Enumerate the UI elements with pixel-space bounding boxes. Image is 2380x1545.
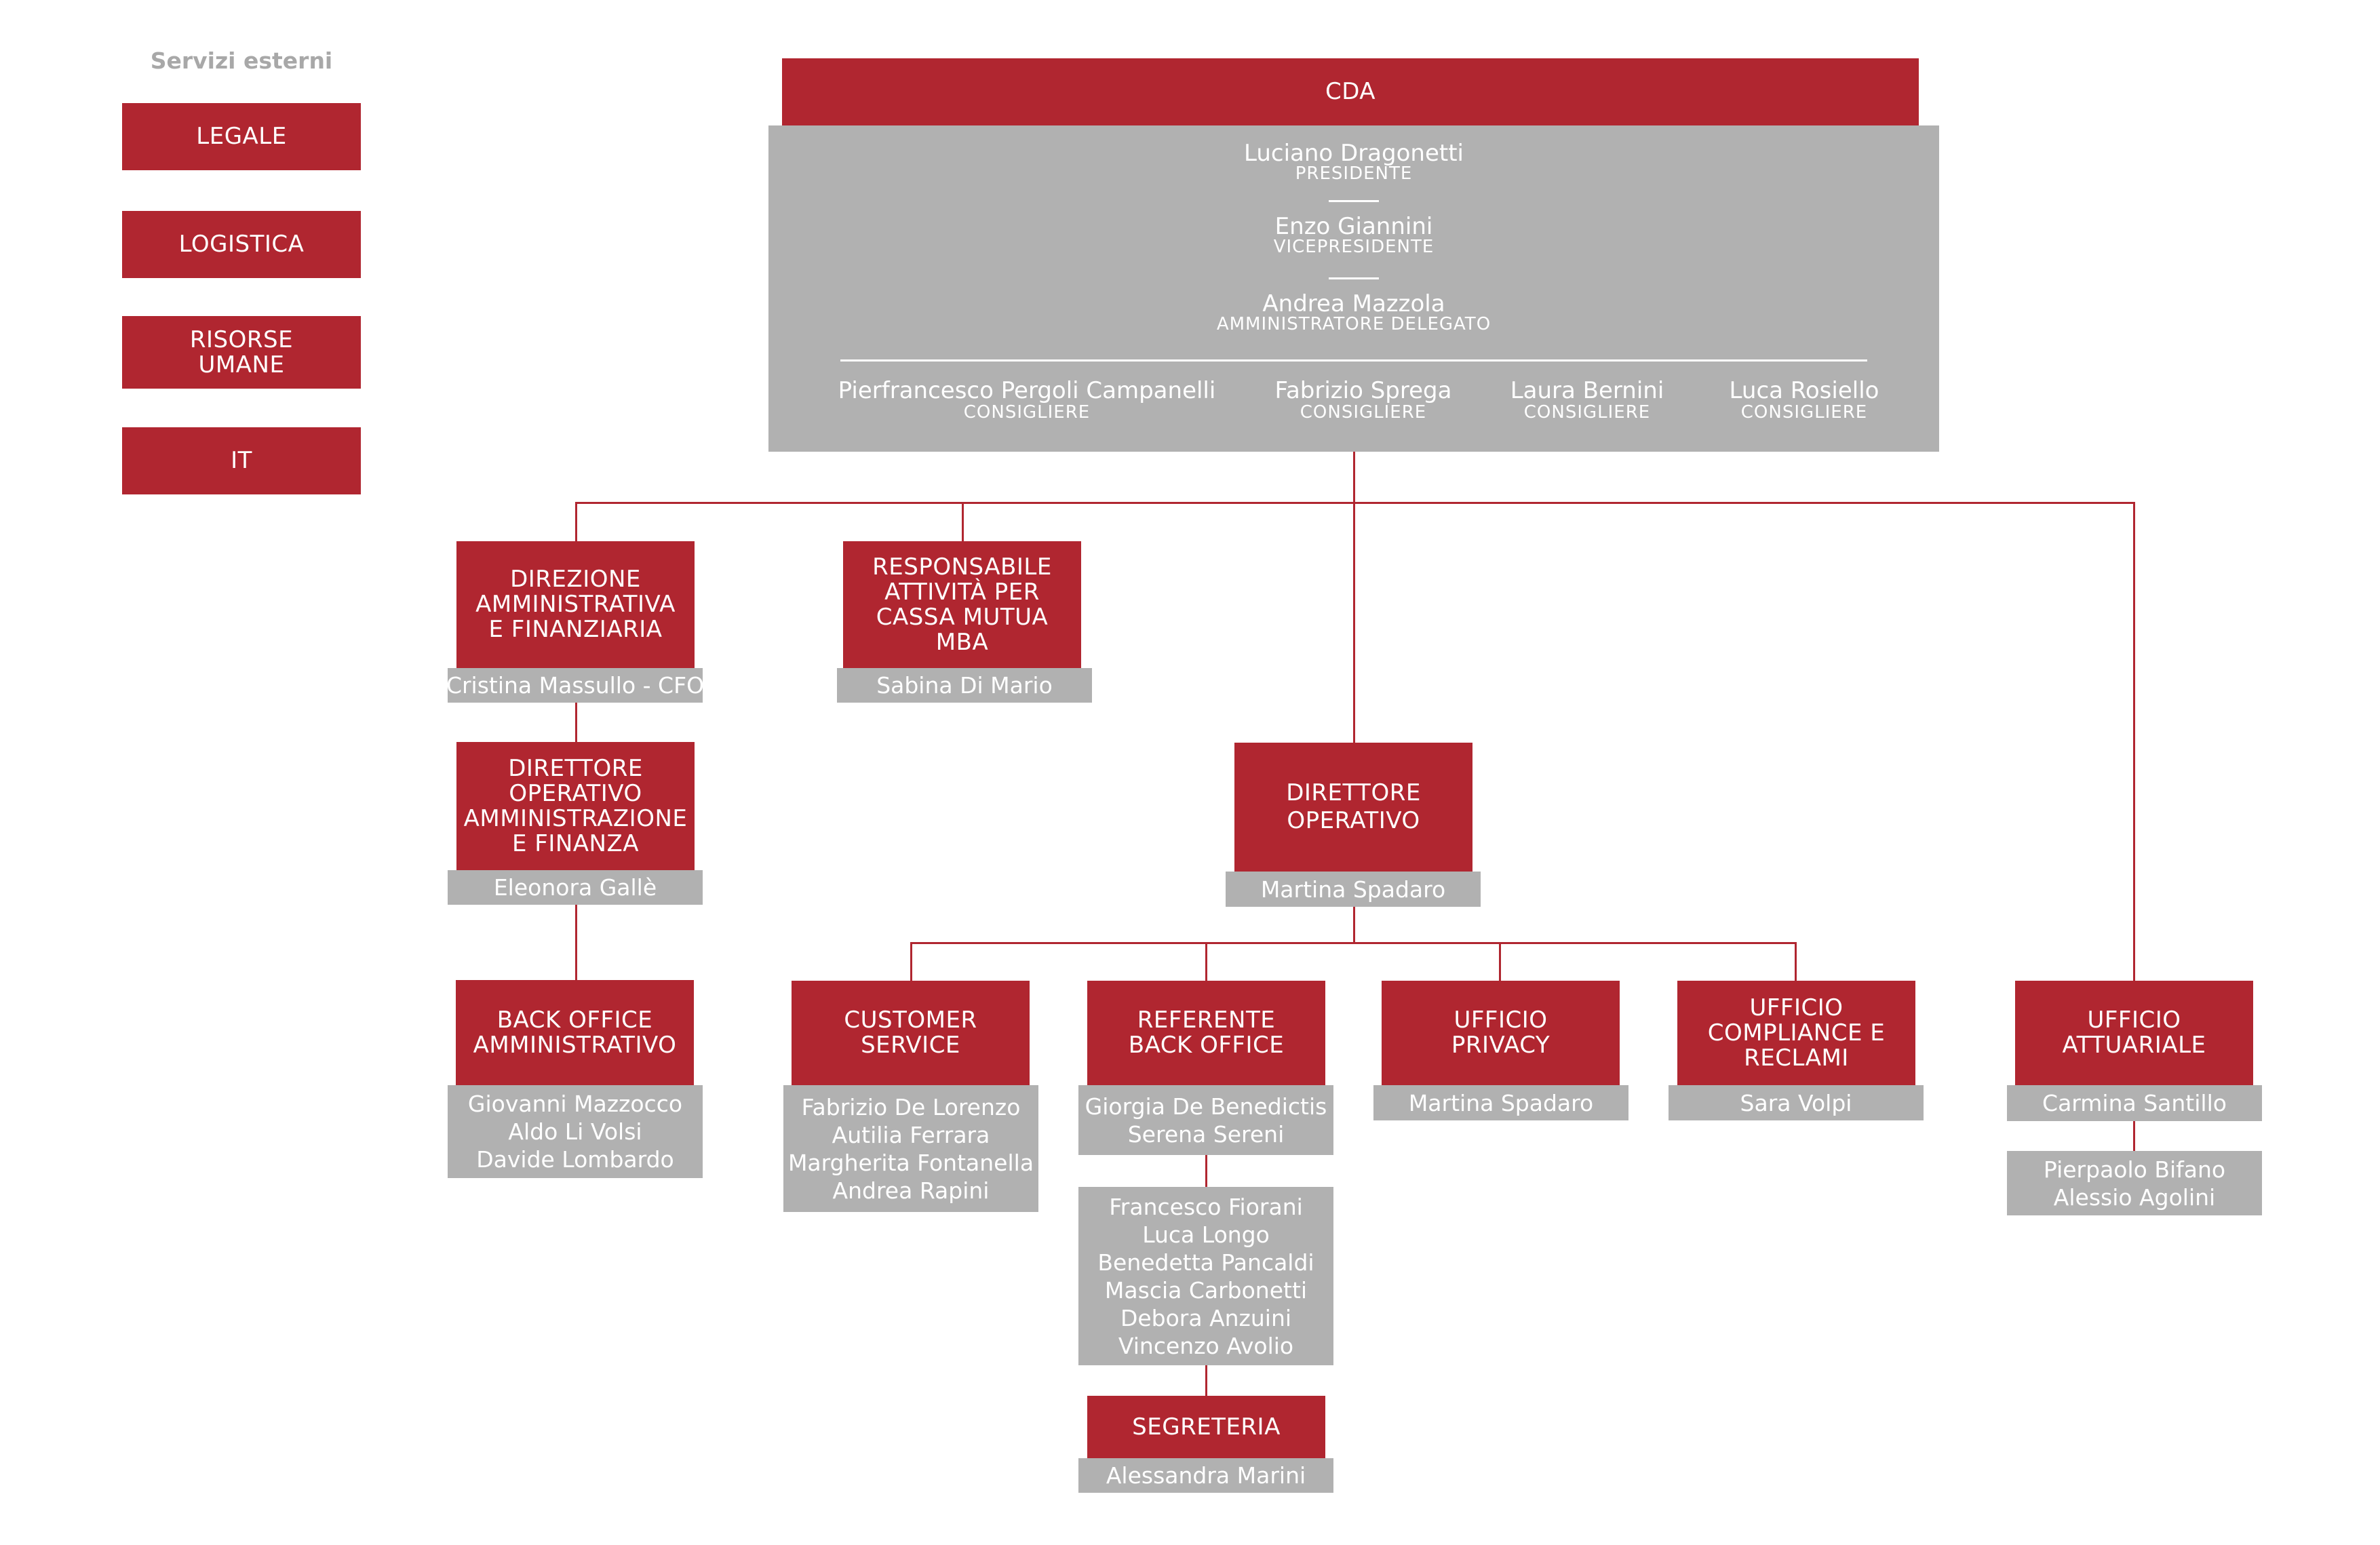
unit-segreteria: SEGRETERIA xyxy=(1087,1396,1325,1458)
councillor: Fabrizio Sprega CONSIGLIERE xyxy=(1262,378,1465,422)
staff-name: Vincenzo Avolio xyxy=(1118,1332,1294,1359)
staff-name: Francesco Fiorani xyxy=(1109,1193,1303,1220)
unit-ufficio-compliance: UFFICIO COMPLIANCE E RECLAMI xyxy=(1677,981,1915,1085)
councillor-name: Pierfrancesco Pergoli Campanelli xyxy=(838,377,1216,404)
connector xyxy=(1205,1365,1207,1396)
president-role: PRESIDENTE xyxy=(1295,163,1413,184)
staff-name: Eleonora Gallè xyxy=(493,874,657,901)
staff-name: Giovanni Mazzocco xyxy=(467,1091,683,1117)
vicepresident-role: VICEPRESIDENTE xyxy=(1273,237,1435,257)
connector xyxy=(575,703,577,742)
connector xyxy=(2133,502,2135,981)
staff-name: Martina Spadaro xyxy=(1408,1089,1594,1116)
connector xyxy=(575,502,2135,504)
divider xyxy=(1329,277,1379,279)
unit-back-office-amministrativo: BACK OFFICE AMMINISTRATIVO xyxy=(456,980,694,1085)
unit-referente-back-office: REFERENTE BACK OFFICE xyxy=(1087,981,1325,1085)
staff-name: Autilia Ferrara xyxy=(832,1121,990,1148)
staff-ufficio-privacy: Martina Spadaro xyxy=(1373,1085,1628,1120)
staff-referente-back-office-team: Francesco Fiorani Luca Longo Benedetta P… xyxy=(1078,1187,1333,1365)
connector xyxy=(910,942,1797,944)
unit-direttore-operativo-amministrazione: DIRETTORE OPERATIVO AMMINISTRAZIONE E FI… xyxy=(456,742,695,870)
councillor-name: Laura Bernini xyxy=(1510,377,1664,404)
staff-segreteria: Alessandra Marini xyxy=(1078,1458,1333,1493)
councillor-role: CONSIGLIERE xyxy=(1740,402,1868,423)
connector xyxy=(962,502,964,542)
staff-name: Margherita Fontanella xyxy=(787,1149,1034,1176)
staff-name: Aldo Li Volsi xyxy=(508,1118,642,1145)
staff-name: Debora Anzuini xyxy=(1120,1304,1292,1331)
ceo-role: AMMINISTRATORE DELEGATO xyxy=(1216,314,1491,334)
councillor-role: CONSIGLIERE xyxy=(1300,402,1427,423)
connector xyxy=(1795,942,1797,981)
divider xyxy=(840,359,1867,361)
unit-responsabile-cassa-mutua: RESPONSABILE ATTIVITÀ PER CASSA MUTUA MB… xyxy=(843,541,1081,668)
councillor: Pierfrancesco Pergoli Campanelli CONSIGL… xyxy=(823,378,1230,422)
staff-name: Andrea Rapini xyxy=(832,1177,990,1204)
connector xyxy=(575,502,577,542)
connector xyxy=(1499,942,1501,981)
unit-customer-service: CUSTOMER SERVICE xyxy=(792,981,1030,1085)
councillor-name: Fabrizio Sprega xyxy=(1274,377,1452,404)
service-legale: LEGALE xyxy=(122,103,361,170)
service-risorse-umane: RISORSE UMANE xyxy=(122,316,361,389)
connector xyxy=(1353,907,1355,943)
staff-name: Alessio Agolini xyxy=(2053,1184,2216,1211)
service-logistica: LOGISTICA xyxy=(122,211,361,278)
staff-name: Alessandra Marini xyxy=(1106,1462,1306,1489)
staff-ufficio-attuariale: Carmina Santillo xyxy=(2007,1085,2262,1121)
staff-name: Martina Spadaro xyxy=(1260,876,1446,903)
councillor-role: CONSIGLIERE xyxy=(963,402,1091,423)
staff-responsabile-cassa-mutua: Sabina Di Mario xyxy=(837,668,1092,703)
staff-name: Cristina Massullo - CFO xyxy=(446,672,705,699)
staff-name: Mascia Carbonetti xyxy=(1104,1276,1308,1304)
staff-name: Pierpaolo Bifano xyxy=(2043,1156,2226,1183)
connector xyxy=(1205,942,1207,981)
unit-ufficio-privacy: UFFICIO PRIVACY xyxy=(1382,981,1620,1085)
staff-name: Sara Volpi xyxy=(1740,1089,1852,1116)
connector xyxy=(2133,1121,2135,1151)
staff-name: Giorgia De Benedictis xyxy=(1085,1093,1327,1120)
cda-panel: Luciano Dragonetti PRESIDENTE Enzo Giann… xyxy=(768,125,1939,452)
unit-ufficio-attuariale: UFFICIO ATTUARIALE xyxy=(2015,981,2253,1085)
divider xyxy=(1329,200,1379,202)
connector xyxy=(910,942,912,981)
staff-direttore-operativo-amministrazione: Eleonora Gallè xyxy=(448,870,703,905)
staff-name: Benedetta Pancaldi xyxy=(1097,1249,1314,1276)
staff-name: Serena Sereni xyxy=(1127,1120,1285,1148)
staff-ufficio-compliance: Sara Volpi xyxy=(1669,1085,1924,1120)
connector xyxy=(1353,451,1355,743)
service-it: IT xyxy=(122,427,361,494)
vicepresident-name: Enzo Giannini xyxy=(1274,213,1433,240)
staff-customer-service: Fabrizio De Lorenzo Autilia Ferrara Marg… xyxy=(783,1085,1038,1212)
unit-direttore-operativo: DIRETTORE OPERATIVO xyxy=(1234,743,1472,872)
councillor: Luca Rosiello CONSIGLIERE xyxy=(1709,378,1899,422)
staff-direttore-operativo: Martina Spadaro xyxy=(1226,872,1481,907)
connector xyxy=(1205,1154,1207,1187)
staff-name: Davide Lombardo xyxy=(476,1146,674,1173)
staff-ufficio-attuariale-team: Pierpaolo Bifano Alessio Agolini xyxy=(2007,1151,2262,1215)
staff-name: Fabrizio De Lorenzo xyxy=(801,1093,1021,1120)
staff-name: Sabina Di Mario xyxy=(876,672,1053,699)
connector xyxy=(575,904,577,980)
staff-referente-back-office: Giorgia De Benedictis Serena Sereni xyxy=(1078,1085,1333,1155)
staff-back-office-amministrativo: Giovanni Mazzocco Aldo Li Volsi Davide L… xyxy=(448,1085,703,1178)
president-name: Luciano Dragonetti xyxy=(1244,140,1464,167)
councillor: Laura Bernini CONSIGLIERE xyxy=(1492,378,1682,422)
staff-name: Luca Longo xyxy=(1142,1221,1270,1248)
staff-direzione-amministrativa: Cristina Massullo - CFO xyxy=(446,668,705,703)
cda-header: CDA xyxy=(782,58,1919,125)
councillor-name: Luca Rosiello xyxy=(1729,377,1879,404)
ceo-name: Andrea Mazzola xyxy=(1262,290,1445,317)
unit-direzione-amministrativa: DIREZIONE AMMINISTRATIVA E FINANZIARIA xyxy=(456,541,695,668)
councillor-role: CONSIGLIERE xyxy=(1523,402,1651,423)
staff-name: Carmina Santillo xyxy=(2042,1090,2227,1116)
external-services-heading: Servizi esterni xyxy=(150,47,333,74)
